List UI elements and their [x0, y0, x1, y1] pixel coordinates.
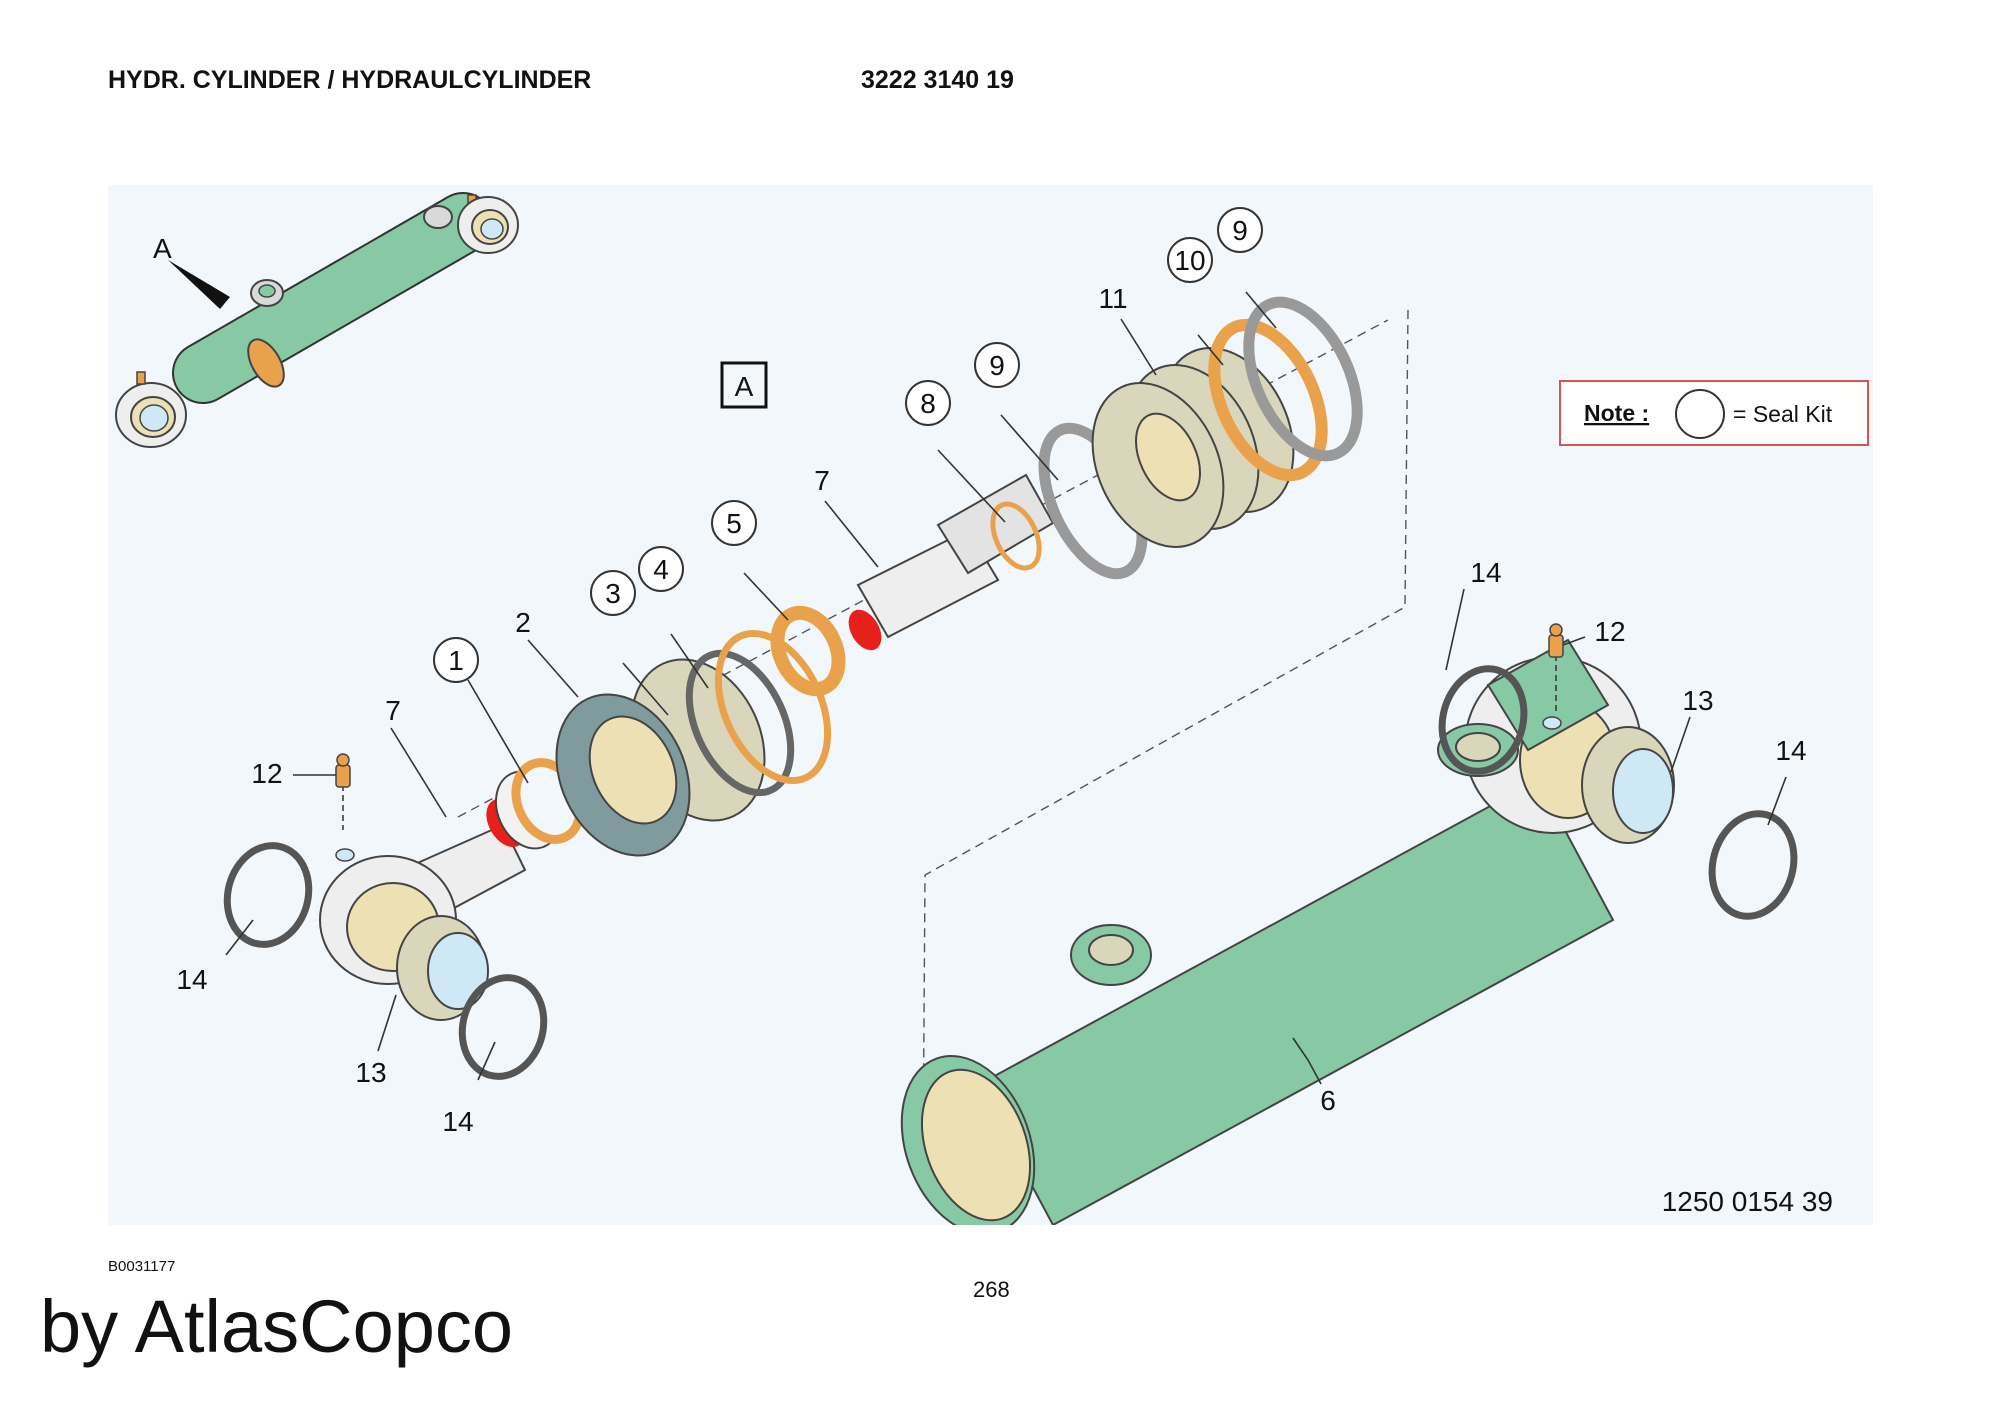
svg-text:1: 1: [448, 645, 464, 676]
page-title: HYDR. CYLINDER / HYDRAULCYLINDER: [108, 66, 592, 94]
view-letter: A: [153, 233, 172, 264]
svg-text:3: 3: [605, 578, 621, 609]
callout-4: 4: [638, 546, 684, 592]
wiper-part: [770, 605, 846, 697]
callout-8: 8: [905, 380, 951, 426]
callout-14-top: 14: [1470, 557, 1501, 588]
callout-12-right: 12: [1594, 616, 1625, 647]
piston-seal-part: [1208, 318, 1328, 482]
callout-3: 3: [590, 570, 636, 616]
svg-text:10: 10: [1174, 245, 1205, 276]
svg-text:5: 5: [726, 508, 742, 539]
page-number: 268: [973, 1277, 1010, 1302]
callout-13-right: 13: [1682, 685, 1713, 716]
callout-7-rod: 7: [814, 465, 830, 496]
bearing-part: [396, 915, 489, 1021]
grease-nipple-part: [335, 753, 351, 830]
callout-9-rear: 9: [1217, 207, 1263, 253]
guide-ring-part-2: [1243, 296, 1363, 462]
bearing-part-2: [1581, 726, 1675, 844]
part-number: 3222 3140 19: [861, 66, 1014, 94]
note-text: = Seal Kit: [1733, 401, 1833, 427]
document-id: B0031177: [108, 1258, 176, 1275]
piston-rod-part: [848, 473, 1055, 651]
detail-box: [720, 361, 768, 409]
svg-text:9: 9: [989, 350, 1005, 381]
circlip-part: [223, 842, 548, 1080]
seal-kit-note: Note : = Seal Kit: [1559, 380, 1869, 446]
assembled-cylinder-overview: [115, 192, 519, 448]
svg-text:9: 9: [1232, 215, 1248, 246]
svg-text:4: 4: [653, 554, 669, 585]
callout-2: 2: [515, 607, 531, 638]
piston-o-ring-part: [990, 501, 1042, 571]
assembly-guide-line: [922, 309, 1409, 1166]
circlip-part-2: [1438, 665, 1798, 920]
detail-label: A: [735, 371, 754, 402]
callout-14-right: 14: [1775, 735, 1806, 766]
callout-9-front: 9: [974, 342, 1020, 388]
drawing-number: 1250 0154 39: [1662, 1186, 1833, 1217]
grease-nipple-part-2: [1548, 623, 1564, 715]
view-arrow-icon: [168, 260, 230, 309]
callout-5: 5: [711, 500, 757, 546]
callout-7-rod-eye: 7: [385, 695, 401, 726]
callout-11: 11: [1098, 283, 1127, 314]
callout-13-left: 13: [355, 1057, 386, 1088]
callout-12-left: 12: [251, 758, 282, 789]
leader-lines: [225, 291, 1787, 1085]
note-label: Note :: [1584, 400, 1649, 426]
diagram-panel: .lead { stroke: #333; stroke-width: 1.6;…: [108, 185, 1873, 1225]
cylinder-tube-part: [900, 638, 1642, 1225]
exploded-view-diagram: .lead { stroke: #333; stroke-width: 1.6;…: [115, 192, 1869, 1225]
callout-1: 1: [433, 637, 479, 683]
o-ring-part: [685, 649, 795, 797]
callout-14-bottom: 14: [442, 1106, 473, 1137]
brand-caption: by AtlasCopco: [40, 1285, 514, 1368]
callout-10: 10: [1167, 237, 1213, 283]
callout-14-left: 14: [176, 964, 207, 995]
seal-kit-symbol-icon: [1675, 389, 1725, 439]
callout-6: 6: [1320, 1085, 1336, 1116]
svg-text:8: 8: [920, 388, 936, 419]
piston-part: [1091, 347, 1295, 548]
